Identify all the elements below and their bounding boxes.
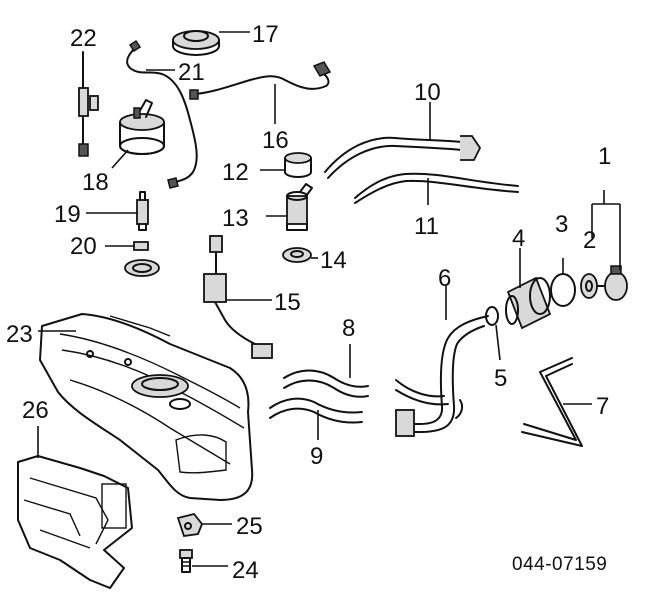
part-2-gasket [580,273,598,299]
callout-16: 16 [262,127,289,154]
callout-18: 18 [82,169,109,196]
callout-26: 26 [22,397,49,424]
callout-21: 21 [178,59,205,86]
callout-5: 5 [494,365,507,392]
callout-19: 19 [54,201,81,228]
callout-4: 4 [512,225,525,252]
part-24-bolt [179,549,193,573]
callout-11: 11 [414,213,439,240]
callout-23: 23 [6,321,33,348]
callout-3: 3 [555,211,568,238]
callout-15: 15 [274,289,301,316]
callout-13: 13 [222,205,249,232]
part-3-ring [550,273,576,307]
part-17-grommet [172,30,220,56]
part-1-filler-cap [596,265,628,301]
callout-2: 2 [583,227,596,254]
callout-14: 14 [320,247,347,274]
part-11-pipe [354,172,519,204]
part-26-heat-shield [17,455,133,589]
part-7-vent-tube [521,357,583,447]
part-16-hose [189,61,332,100]
part-18-pump [119,99,165,155]
part-14-gasket [282,247,312,263]
part-21-hose [126,39,198,189]
callout-6: 6 [438,265,451,292]
leader-18 [111,149,129,169]
callout-9: 9 [310,443,323,470]
part-4-inlet [505,276,552,330]
part-12-cap [284,152,312,178]
part-23-fuel-tank [39,313,254,501]
diagram-reference-code: 044-07159 [512,554,607,575]
callout-8: 8 [342,315,355,342]
part-6-filler-neck [395,315,489,437]
callout-17: 17 [252,21,279,48]
leader-1 [591,190,621,270]
callout-10: 10 [414,79,441,106]
callout-1: 1 [598,143,611,170]
part-19-valve [136,191,149,231]
part-22-harness [78,51,99,157]
part-15-connector [203,235,273,359]
callout-22: 22 [70,25,97,52]
part-20-seal [124,241,160,277]
callout-12: 12 [222,159,249,186]
leader-5 [495,324,501,361]
part-25-clip [176,512,204,537]
callout-7: 7 [596,393,609,420]
callout-25: 25 [236,513,263,540]
callout-24: 24 [232,557,259,584]
part-13-sender [286,183,313,231]
callout-20: 20 [70,233,97,260]
part-9-hose [269,397,363,424]
part-8-hose [283,369,369,398]
part-10-pipe [324,135,482,179]
